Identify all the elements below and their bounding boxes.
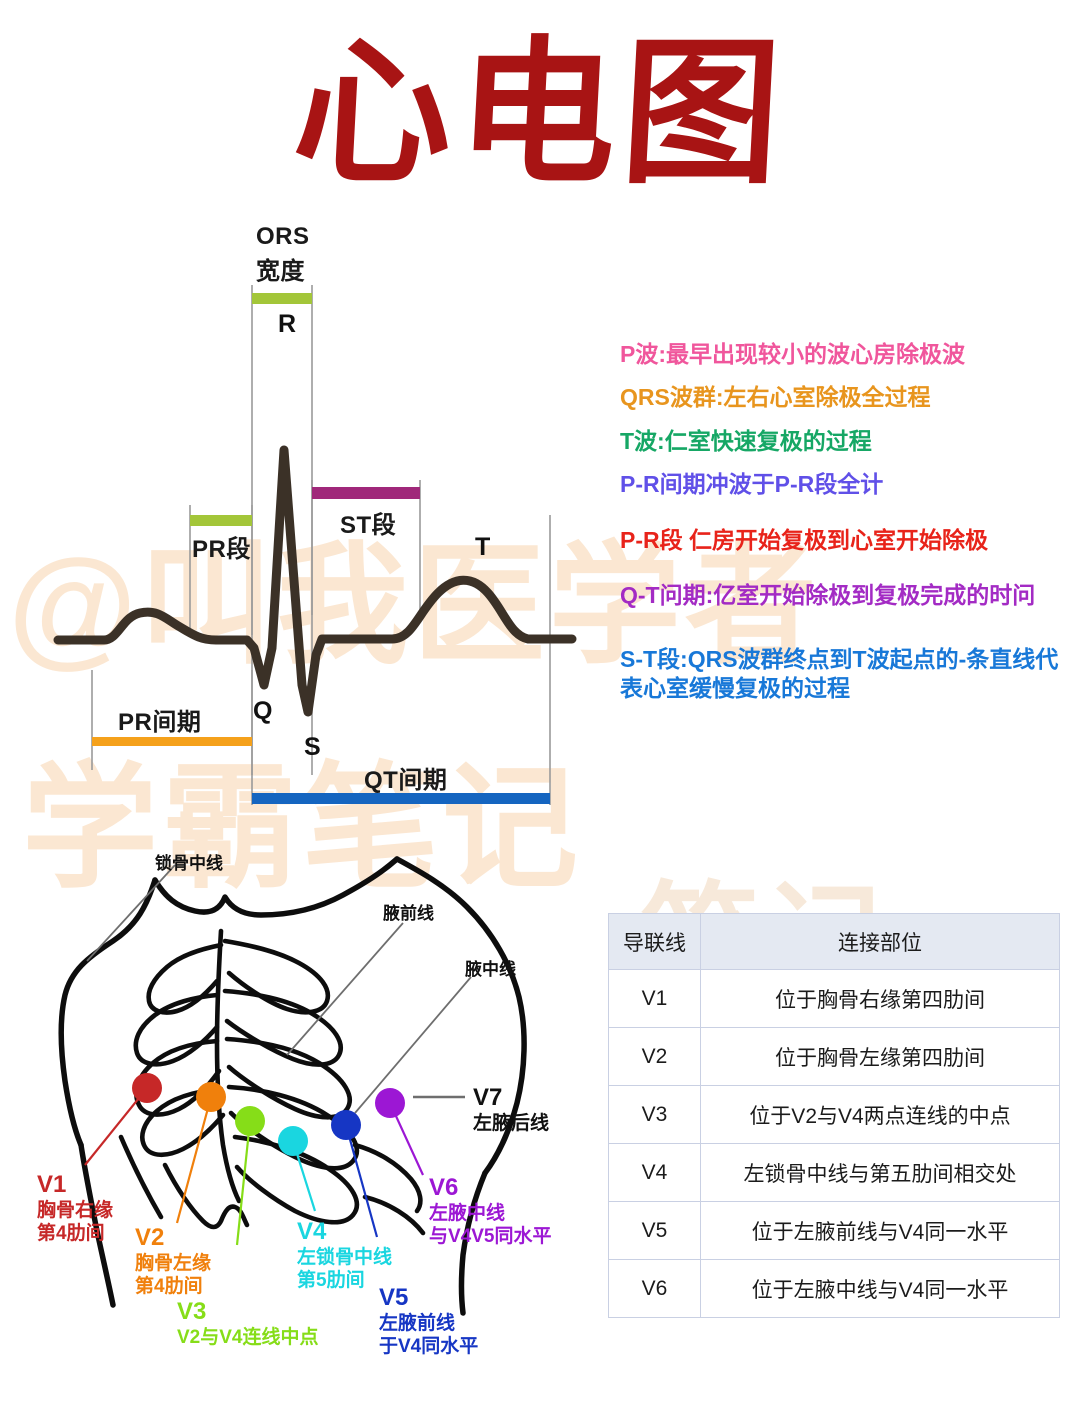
ecg-wave-q-label: Q bbox=[253, 697, 273, 725]
leader-v1 bbox=[84, 1087, 148, 1166]
lead-code-v3: V3 bbox=[177, 1298, 207, 1325]
leader-v5 bbox=[344, 1124, 379, 1238]
lead-desc-v4-line2: 第5肋间 bbox=[297, 1270, 365, 1292]
qrs-width-bar bbox=[252, 293, 312, 304]
ecg-wave-r-label: R bbox=[278, 310, 297, 338]
st-segment-bar bbox=[312, 487, 420, 499]
lead-desc-v5-line2: 于V4同水平 bbox=[379, 1336, 479, 1358]
cell-site-v5: 位于左腋前线与V4同一水平 bbox=[700, 1201, 1060, 1260]
label-anterior-axillary-line: 腋前线 bbox=[383, 904, 434, 923]
electrode-dot-v4 bbox=[278, 1126, 308, 1156]
torso-outline bbox=[58, 856, 527, 1316]
lead-placement-table: 导联线 连接部位 V1 位于胸骨右缘第四肋间 V2 位于胸骨左缘第四肋间 V3 … bbox=[608, 913, 1060, 1318]
lead-desc-v5-line1: 左腋前线 bbox=[379, 1313, 456, 1335]
leader-v3 bbox=[235, 1120, 252, 1246]
ecg-waveform-diagram: ORS 宽度 R Q S T PR段 ST段 PR间期 QT间期 bbox=[40, 215, 610, 815]
lead-label-v1: V1 胸骨右缘 第4肋间 bbox=[37, 1170, 113, 1246]
lead-code-v1: V1 bbox=[37, 1171, 67, 1198]
lead-desc-v1-line2: 第4肋间 bbox=[37, 1223, 105, 1245]
ecg-wave-t-label: T bbox=[475, 533, 491, 561]
table-header-lead: 导联线 bbox=[608, 913, 701, 970]
torso-svg bbox=[58, 856, 527, 1316]
table-row: V1 位于胸骨右缘第四肋间 bbox=[608, 969, 1060, 1028]
lead-desc-v2-line1: 胸骨左缘 bbox=[135, 1253, 212, 1275]
table-header-row: 导联线 连接部位 bbox=[608, 913, 1060, 970]
table-row: V5 位于左腋前线与V4同一水平 bbox=[608, 1201, 1060, 1260]
lead-desc-v6-line2: 与V4V5同水平 bbox=[429, 1226, 552, 1248]
electrode-dot-v2 bbox=[196, 1082, 226, 1112]
pr-interval-label: PR间期 bbox=[118, 709, 202, 736]
lead-code-v2: V2 bbox=[135, 1224, 165, 1251]
cell-lead-v4: V4 bbox=[608, 1143, 701, 1202]
leader-v2 bbox=[175, 1096, 213, 1224]
legend-item-t-wave: T波:仁室快速复极的过程 bbox=[620, 427, 872, 454]
qrs-width-label-line2: 宽度 bbox=[256, 258, 305, 285]
cell-site-v3: 位于V2与V4两点连线的中点 bbox=[700, 1085, 1060, 1144]
legend-item-qt-interval: Q-T问期:亿室开始除极到复极完成的时问 bbox=[620, 582, 1036, 609]
lead-label-v2: V2 胸骨左缘 第4肋间 bbox=[135, 1223, 211, 1299]
cell-lead-v1: V1 bbox=[608, 969, 701, 1028]
qrs-width-label-line1: ORS bbox=[256, 223, 310, 250]
legend-item-pr-segment: P-R段 仁房开始复极到心室开始除极 bbox=[620, 526, 988, 553]
table-row: V3 位于V2与V4两点连线的中点 bbox=[608, 1085, 1060, 1144]
lead-label-v3: V3 V2与V4连线中点 bbox=[177, 1297, 318, 1349]
electrode-dot-v1 bbox=[132, 1073, 162, 1103]
lead-code-v6: V6 bbox=[429, 1174, 459, 1201]
table-row: V6 位于左腋中线与V4同一水平 bbox=[608, 1259, 1060, 1318]
ecg-svg bbox=[53, 285, 577, 805]
legend-item-pr-interval: P-R间期冲波于P-R段全计 bbox=[620, 471, 884, 498]
lead-desc-v4-line1: 左锁骨中线 bbox=[297, 1247, 393, 1269]
lead-code-v7: V7 bbox=[473, 1084, 503, 1111]
st-segment-label: ST段 bbox=[340, 512, 397, 539]
ribcage bbox=[118, 928, 426, 1236]
lead-desc-v6-line1: 左腋中线 bbox=[429, 1203, 506, 1225]
legend-item-qrs-complex: QRS波群:左右心室除极全过程 bbox=[620, 384, 931, 411]
qt-interval-bar bbox=[252, 793, 550, 804]
label-midclavicular-line: 锁骨中线 bbox=[155, 854, 223, 873]
lead-desc-v7: 左腋后线 bbox=[473, 1113, 550, 1135]
lead-code-v5: V5 bbox=[379, 1284, 409, 1311]
ecg-trace bbox=[53, 445, 577, 717]
legend-item-st-segment: S-T段:QRS波群终点到T波起点的-条直线代表心室缓慢复极的过程 bbox=[620, 645, 1059, 702]
cell-lead-v5: V5 bbox=[608, 1201, 701, 1260]
cell-site-v2: 位于胸骨左缘第四肋间 bbox=[700, 1027, 1060, 1086]
anatomy-reference-lines bbox=[86, 864, 472, 1114]
lead-label-v5: V5 左腋前线 于V4同水平 bbox=[379, 1283, 478, 1359]
watermark-handle: @叫我医学者 bbox=[8, 532, 821, 679]
qt-interval-label: QT间期 bbox=[364, 767, 448, 794]
electrode-dot-v3 bbox=[235, 1106, 265, 1136]
electrode-dot-v5 bbox=[331, 1110, 361, 1140]
lead-code-v4: V4 bbox=[297, 1218, 327, 1245]
table-row: V2 位于胸骨左缘第四肋间 bbox=[608, 1027, 1060, 1086]
label-midaxillary-line: 腋中线 bbox=[465, 960, 516, 979]
table-head: 导联线 连接部位 bbox=[608, 913, 1060, 970]
cell-site-v4: 左锁骨中线与第五肋间相交处 bbox=[700, 1143, 1060, 1202]
table-row: V4 左锁骨中线与第五肋间相交处 bbox=[608, 1143, 1060, 1202]
chest-lead-placement-diagram: 锁骨中线 腋前线 腋中线 V7 左腋后线 V1 胸骨右缘 第4肋间 V2 胸骨左… bbox=[25, 845, 625, 1375]
watermark-tagline: 学霸笔记 bbox=[22, 752, 582, 904]
lead-desc-v3-line1: V2与V4连线中点 bbox=[177, 1327, 319, 1349]
cell-lead-v2: V2 bbox=[608, 1027, 701, 1086]
page-title: 心电图 bbox=[289, 22, 791, 206]
ecg-terms-legend: P波:最早出现较小的波心房除极波 QRS波群:左右心室除极全过程 T波:仁室快速… bbox=[620, 340, 1072, 704]
lead-label-v4: V4 左锁骨中线 第5肋间 bbox=[297, 1217, 392, 1293]
legend-item-p-wave: P波:最早出现较小的波心房除极波 bbox=[620, 341, 965, 367]
ecg-wave-s-label: S bbox=[304, 733, 321, 761]
cell-lead-v6: V6 bbox=[608, 1259, 701, 1318]
cell-site-v1: 位于胸骨右缘第四肋间 bbox=[700, 969, 1060, 1028]
pr-segment-label: PR段 bbox=[192, 536, 251, 563]
table-header-site: 连接部位 bbox=[700, 913, 1060, 970]
lead-desc-v2-line2: 第4肋间 bbox=[135, 1276, 203, 1298]
lead-label-v6: V6 左腋中线 与V4V5同水平 bbox=[429, 1173, 551, 1249]
electrode-dot-v6 bbox=[375, 1088, 405, 1118]
lead-label-v7: V7 左腋后线 bbox=[473, 1083, 549, 1135]
cell-lead-v3: V3 bbox=[608, 1085, 701, 1144]
table-body: V1 位于胸骨右缘第四肋间 V2 位于胸骨左缘第四肋间 V3 位于V2与V4两点… bbox=[608, 969, 1060, 1318]
cell-site-v6: 位于左腋中线与V4同一水平 bbox=[700, 1259, 1060, 1318]
pr-segment-bar bbox=[190, 515, 252, 526]
pr-interval-bar bbox=[92, 737, 252, 746]
lead-desc-v1-line1: 胸骨右缘 bbox=[37, 1200, 114, 1222]
